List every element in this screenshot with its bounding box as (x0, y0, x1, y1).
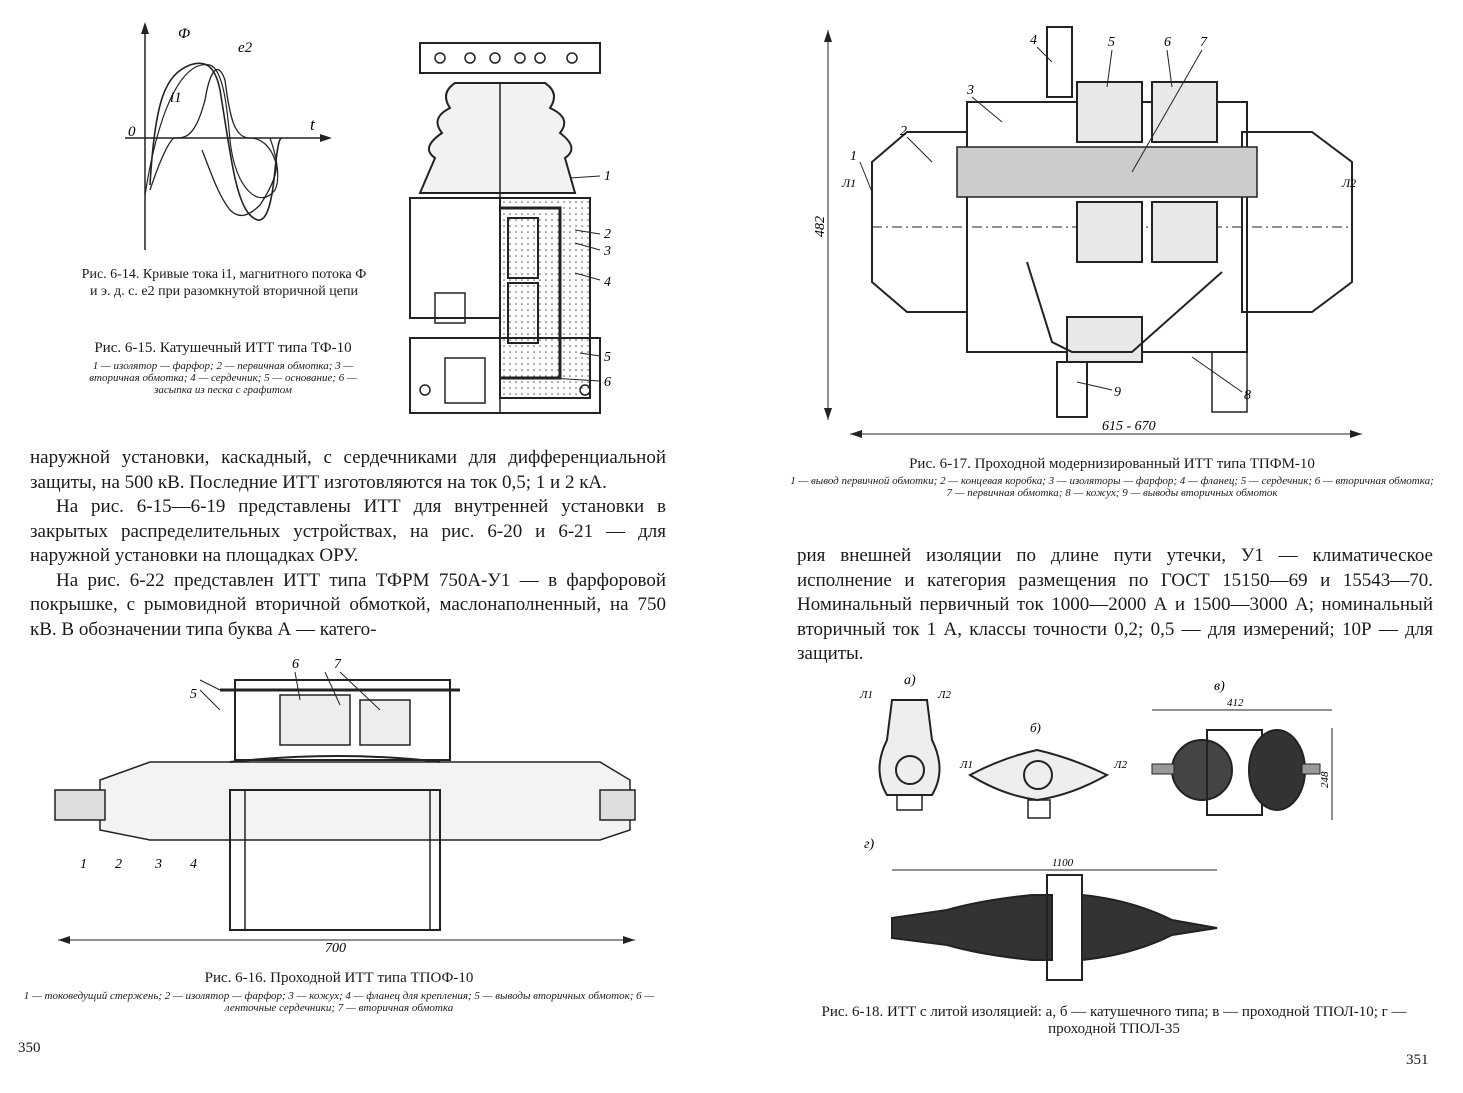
fig17-dim-width: 615 - 670 (1102, 419, 1156, 434)
fig15-label-4: 4 (604, 275, 611, 290)
fig-6-18-drawing: а) Л1 Л2 б) Л1 Л2 в) 412 248 г) 1100 (859, 673, 1333, 981)
fig18-b-l1: Л1 (959, 759, 973, 771)
fig18-label-b: б) (1030, 720, 1041, 735)
fig18-dim-1100: 1100 (1052, 857, 1074, 869)
fig-6-14-curves: Ф e2 i1 0 t (125, 22, 332, 250)
fig18-label-v: в) (1214, 679, 1225, 694)
fig-6-17-legend: 1 — вывод первичной обмотки; 2 — концева… (790, 475, 1434, 499)
left-body-text: наружной установки, каскадный, с сердечн… (30, 446, 666, 642)
fig18-dim-412: 412 (1227, 697, 1244, 709)
fig17-label-4: 4 (1030, 33, 1037, 48)
fig-6-17-caption: Рис. 6-17. Проходной модернизированный И… (788, 456, 1436, 499)
left-page: Ф e2 i1 0 t Рис. 6-14. Кривые тока i1, м… (18, 22, 666, 1056)
fig15-label-5: 5 (604, 350, 611, 365)
fig18-a-l1: Л1 (859, 689, 873, 701)
fig16-label-4: 4 (190, 857, 197, 872)
fig16-label-2: 2 (115, 857, 122, 872)
fig-6-15-caption: Рис. 6-15. Катушечный ИТТ типа ТФ-10 1 —… (76, 340, 370, 396)
fig18-label-g: г) (864, 837, 874, 852)
fig-6-17-title: Рис. 6-17. Проходной модернизированный И… (909, 456, 1315, 472)
fig16-dim-700: 700 (325, 941, 346, 956)
fig-6-14-caption: Рис. 6-14. Кривые тока i1, магнитного по… (81, 267, 367, 299)
fig-6-17-drawing: 4 5 6 7 3 2 1 Л1 Л2 8 9 482 615 - 670 (813, 26, 1362, 438)
fig-6-18-caption: Рис. 6-18. ИТТ с литой изоляцией: а, б —… (792, 1004, 1436, 1038)
fig17-label-3: 3 (966, 83, 974, 98)
left-paragraph-2: На рис. 6-15—6-19 представлены ИТТ для в… (30, 496, 666, 566)
fig15-label-3: 3 (603, 244, 611, 259)
fig18-a-l2: Л2 (937, 689, 951, 701)
fig15-label-2: 2 (604, 227, 611, 242)
fig15-label-1: 1 (604, 169, 611, 184)
left-paragraph-1: наружной установки, каскадный, с сердечн… (30, 447, 666, 493)
fig14-label-i1: i1 (170, 90, 182, 106)
right-page: 4 5 6 7 3 2 1 Л1 Л2 8 9 482 615 - 670 Ри… (732, 0, 1463, 1093)
fig17-label-8: 8 (1244, 388, 1251, 403)
page-number-left: 350 (18, 1040, 41, 1056)
fig17-label-l1: Л1 (841, 176, 856, 190)
fig-6-15-title: Рис. 6-15. Катушечный ИТТ типа ТФ-10 (94, 340, 352, 356)
fig18-label-a: а) (904, 673, 916, 688)
fig16-label-1: 1 (80, 857, 87, 872)
fig16-label-3: 3 (154, 857, 162, 872)
right-paragraph-1: рия внешней изоляции по длине пути утечк… (797, 545, 1433, 664)
fig15-label-6: 6 (604, 375, 611, 390)
right-body-text: рия внешней изоляции по длине пути утечк… (797, 544, 1433, 667)
fig-6-16-legend: 1 — токоведущий стержень; 2 — изолятор —… (23, 990, 655, 1014)
fig14-label-t: t (310, 115, 316, 134)
fig-6-18-title: Рис. 6-18. ИТТ с литой изоляцией: а, б —… (821, 1004, 1407, 1037)
fig17-label-2: 2 (900, 124, 907, 139)
fig17-label-1: 1 (850, 149, 857, 164)
fig16-label-7: 7 (334, 657, 342, 672)
page-number-right: 351 (1406, 1052, 1429, 1068)
fig-6-15-drawing: 1 2 3 4 5 6 (409, 42, 611, 414)
fig17-label-l2: Л2 (1341, 176, 1356, 190)
fig16-label-5: 5 (190, 687, 197, 702)
fig16-label-6: 6 (292, 657, 299, 672)
fig18-dim-248: 248 (1319, 771, 1331, 788)
fig17-label-6: 6 (1164, 35, 1171, 50)
fig17-label-9: 9 (1114, 385, 1121, 400)
fig14-label-phi: Ф (178, 26, 190, 42)
fig17-dim-482: 482 (813, 216, 828, 237)
fig-6-16-caption: Рис. 6-16. Проходной ИТТ типа ТПОФ-10 1 … (18, 970, 660, 1014)
fig14-label-e2: e2 (238, 40, 253, 56)
fig18-b-l2: Л2 (1113, 759, 1127, 771)
fig-6-16-title: Рис. 6-16. Проходной ИТТ типа ТПОФ-10 (204, 970, 474, 986)
fig17-label-5: 5 (1108, 35, 1115, 50)
fig14-label-origin: 0 (128, 124, 136, 140)
fig17-label-7: 7 (1200, 35, 1208, 50)
left-paragraph-3: На рис. 6-22 представлен ИТТ типа ТФРМ 7… (30, 569, 666, 640)
fig-6-16-drawing: 5 6 7 1 2 3 4 700 (54, 657, 636, 956)
fig-6-15-legend: 1 — изолятор — фарфор; 2 — первичная обм… (89, 360, 357, 396)
